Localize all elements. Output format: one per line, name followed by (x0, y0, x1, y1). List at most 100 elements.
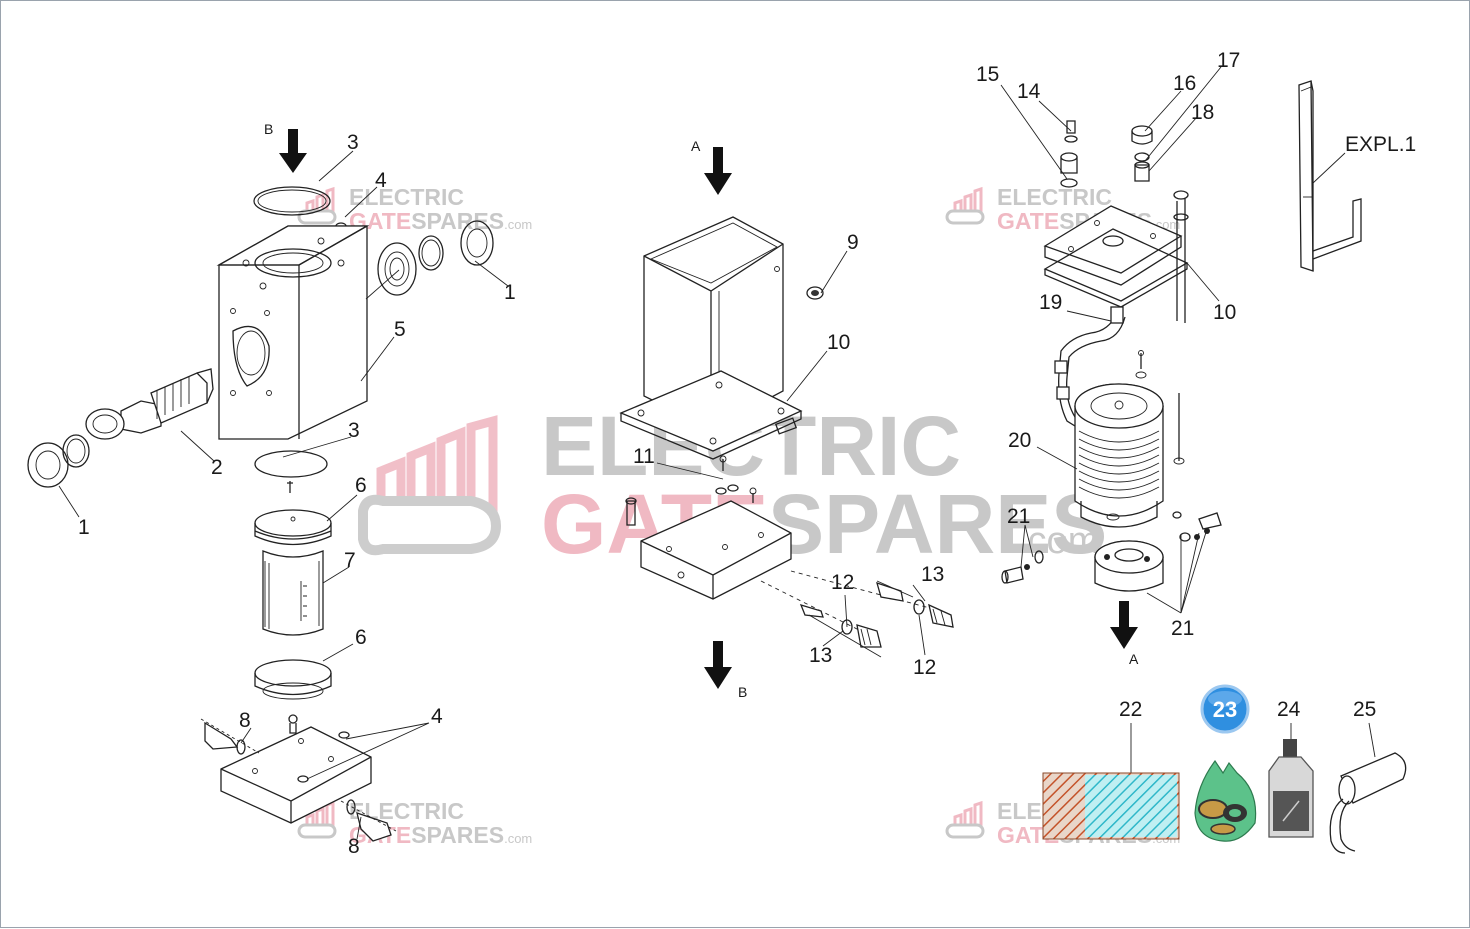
leader-lines-left (58, 150, 509, 840)
label-expl-1: EXPL.1 (1345, 133, 1416, 156)
fitting-part-15 (1060, 152, 1078, 188)
leader-lines-right (1000, 66, 1222, 614)
long-bolt-icon (1176, 197, 1186, 323)
arrow-label-b-top: B (264, 121, 273, 137)
bleed-screw-icon (287, 481, 293, 493)
label-25: 25 (1353, 698, 1376, 721)
watermark-small-spares: SPARES (411, 208, 504, 234)
shaft-part-2 (120, 368, 214, 434)
badge-23[interactable]: 23 (1200, 684, 1250, 734)
arrow-down-icon-a-bottom (1110, 601, 1138, 649)
label-8-top: 8 (239, 709, 251, 732)
label-13-left: 13 (809, 644, 832, 667)
label-20: 20 (1008, 429, 1031, 452)
label-22: 22 (1119, 698, 1142, 721)
oil-bottle-part-24 (1268, 739, 1314, 838)
label-6-top: 6 (355, 474, 367, 497)
screw-washer-2 (1173, 457, 1185, 465)
label-3-lower: 3 (348, 419, 360, 442)
label-4-top: 4 (375, 169, 387, 192)
leader-lines-center (656, 250, 926, 656)
label-10-center: 10 (827, 331, 850, 354)
valve-part-8-top (200, 718, 260, 755)
expl-leader (1312, 152, 1346, 184)
arrow-label-a-top: A (691, 138, 701, 154)
watermark-small-suffix: .com (504, 831, 532, 846)
connector-icon-2 (1054, 360, 1068, 374)
watermark-small-suffix: .com (504, 217, 532, 232)
label-1-top: 1 (504, 281, 516, 304)
filter-kit-part-22 (1042, 772, 1180, 840)
tool-expl-1 (1298, 80, 1362, 272)
watermark-small-gatespares: GATESPARES.com (349, 208, 532, 234)
screw-part-21 (1001, 550, 1044, 584)
label-4-bottom: 4 (431, 705, 443, 728)
motor-part-20 (1074, 383, 1164, 528)
screw-washer (1135, 371, 1147, 379)
watermark-logo-icon (358, 415, 502, 556)
reservoir-part-7 (262, 550, 324, 636)
label-2: 2 (211, 456, 223, 479)
bolt-head (1173, 190, 1189, 200)
valve-part-13-left (799, 603, 882, 648)
valve-part-8-bottom (340, 799, 397, 842)
label-12-right: 12 (913, 656, 936, 679)
clip-icon (774, 417, 798, 435)
spacer-part-17 (1134, 161, 1150, 182)
main-block-part-5 (216, 225, 370, 440)
label-1-bottom: 1 (78, 516, 90, 539)
label-21-left: 21 (1007, 505, 1030, 528)
arrow-down-icon (279, 129, 307, 173)
o-ring-part-3 (253, 186, 331, 216)
valve-block (625, 455, 792, 600)
seal-kit-bag-icon (1194, 759, 1257, 842)
connector-icon (1110, 306, 1124, 324)
valve-leader (808, 580, 914, 658)
label-17: 17 (1217, 49, 1240, 72)
bolt-icon (626, 500, 636, 526)
screw-part-21-right (1172, 511, 1222, 542)
label-19: 19 (1039, 291, 1062, 314)
label-21-right: 21 (1171, 617, 1194, 640)
o-ring-part-3-lower (254, 450, 328, 478)
watermark-small-gate: GATE (997, 208, 1059, 234)
base-block (220, 714, 372, 824)
label-6-bottom: 6 (355, 626, 367, 649)
arrow-down-icon-a-top (704, 147, 732, 195)
left-assembly: B (27, 121, 516, 858)
capacitor-part-25 (1329, 752, 1407, 854)
plug-part-16 (1131, 125, 1153, 145)
cover-plate (1043, 205, 1183, 286)
right-assembly: A 15 14 16 17 18 10 19 20 21 21 EXPL.1 (976, 49, 1416, 667)
seal-part-1-bottom (27, 442, 69, 488)
label-18: 18 (1191, 101, 1214, 124)
watermark-small-3: ELECTRIC GATESPARES.com (297, 798, 532, 848)
label-16: 16 (1173, 72, 1196, 95)
arrow-label-a-bottom: A (1129, 651, 1139, 667)
connector-icon-3 (1056, 386, 1070, 400)
label-13-right: 13 (921, 563, 944, 586)
label-14: 14 (1017, 80, 1041, 103)
o-ring-part-18 (1134, 152, 1150, 162)
pump-part-21 (1094, 540, 1164, 592)
label-15: 15 (976, 63, 999, 86)
circlip-icon (418, 235, 444, 271)
leader-25 (1368, 722, 1376, 758)
label-7: 7 (344, 549, 356, 572)
bolt-washer (1173, 213, 1189, 221)
piston-part-6-bottom (254, 659, 332, 700)
label-24: 24 (1277, 698, 1301, 721)
label-8-bottom: 8 (348, 835, 360, 858)
watermark-spares: SPARES (768, 477, 1107, 571)
watermark-small-electric: ELECTRIC (349, 184, 464, 210)
nut-part-9 (806, 286, 824, 300)
o-ring-inner (257, 189, 327, 213)
kits-row: 22 23 24 25 (1042, 684, 1407, 854)
center-assembly: A (619, 138, 954, 700)
piston-part-6-top (254, 509, 332, 546)
label-12-left: 12 (831, 571, 854, 594)
label-5: 5 (394, 318, 406, 341)
badge-23-label: 23 (1213, 697, 1237, 722)
watermark-suffix: .com (1017, 520, 1099, 562)
